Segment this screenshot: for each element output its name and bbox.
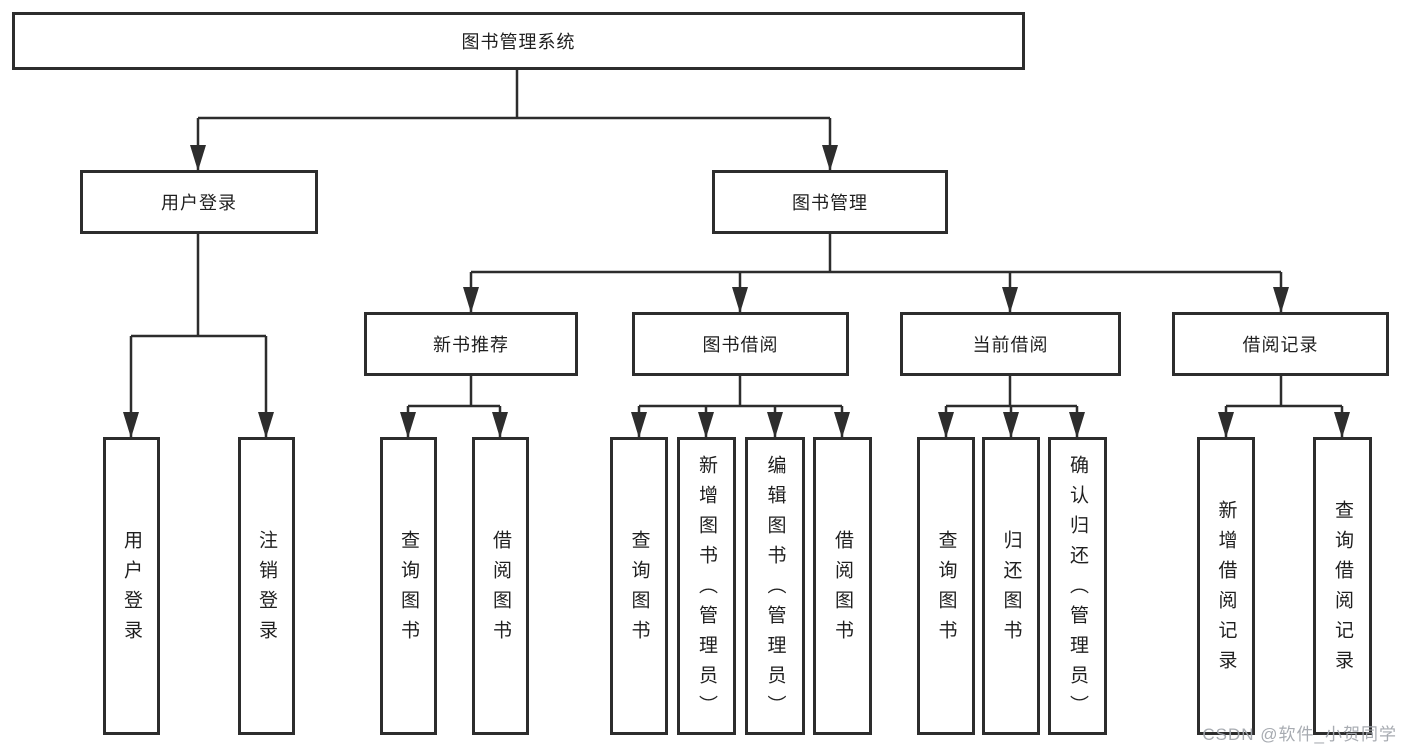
leaf-logout: 注销登录	[238, 437, 295, 735]
connector-new-book-children	[400, 376, 508, 438]
leaf-add-borrow-record: 新增借阅记录	[1197, 437, 1255, 735]
node-borrowing-records: 借阅记录	[1172, 312, 1389, 376]
leaf-add-books-admin: 新增图书（管理员）	[677, 437, 736, 735]
node-current-borrowing: 当前借阅	[900, 312, 1121, 376]
leaf-query-books-current: 查询图书	[917, 437, 975, 735]
connector-current-borrowing-children	[938, 376, 1085, 438]
node-root: 图书管理系统	[12, 12, 1025, 70]
leaf-borrow-books: 借阅图书	[813, 437, 872, 735]
node-new-book-recommend: 新书推荐	[364, 312, 578, 376]
leaf-query-borrow-record: 查询借阅记录	[1313, 437, 1372, 735]
watermark: CSDN @软件_小贺同学	[1202, 725, 1397, 744]
node-book-management: 图书管理	[712, 170, 948, 234]
node-book-borrowing: 图书借阅	[632, 312, 849, 376]
leaf-user-login: 用户登录	[103, 437, 160, 735]
connector-book-borrowing-children	[631, 376, 850, 438]
connector-book-management-to-level3	[463, 234, 1289, 313]
leaf-confirm-return-admin: 确认归还（管理员）	[1048, 437, 1107, 735]
leaf-return-books: 归还图书	[982, 437, 1040, 735]
connector-root-to-level2	[190, 70, 838, 171]
leaf-borrow-books-recommend: 借阅图书	[472, 437, 529, 735]
connector-user-login-children	[123, 234, 274, 438]
leaf-query-books-borrowing: 查询图书	[610, 437, 668, 735]
leaf-edit-books-admin: 编辑图书（管理员）	[745, 437, 805, 735]
connector-borrowing-records-children	[1218, 376, 1350, 438]
node-user-login: 用户登录	[80, 170, 318, 234]
leaf-query-books-recommend: 查询图书	[380, 437, 437, 735]
